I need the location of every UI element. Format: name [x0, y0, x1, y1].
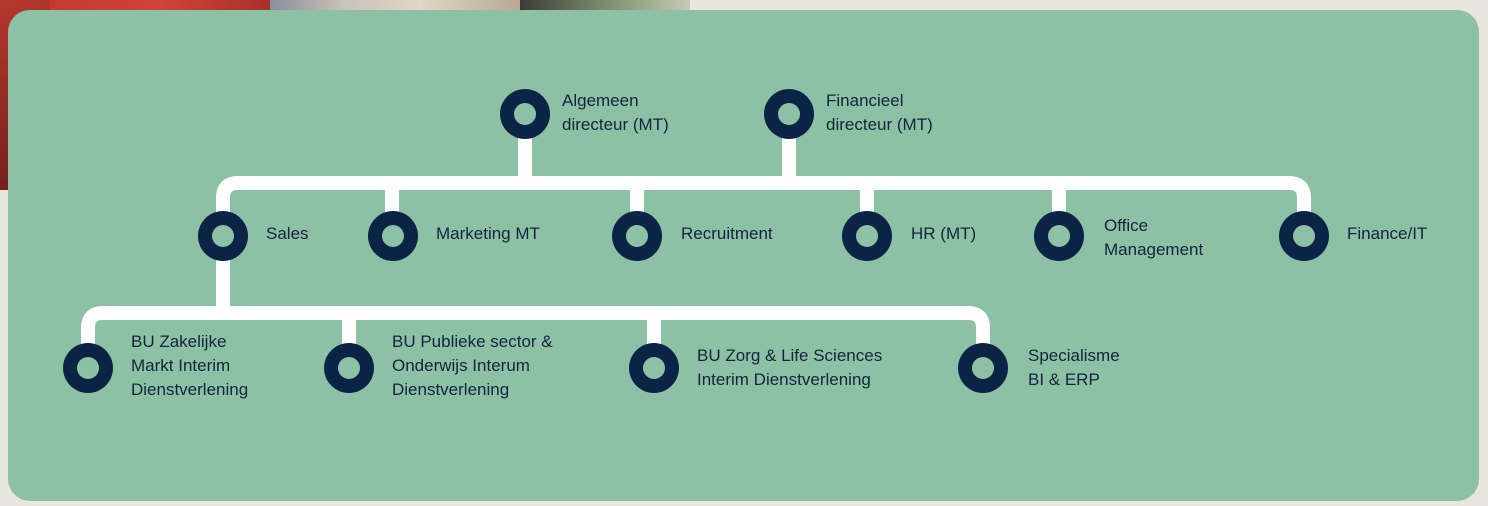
bu-zorg-node-icon [629, 343, 679, 393]
sales-label: Sales [266, 224, 309, 243]
sales-node-icon [198, 211, 248, 261]
bu-zakelijk-node-icon [63, 343, 113, 393]
office-label: Office Management [1104, 216, 1204, 259]
org-chart-panel [8, 10, 1479, 501]
bu-publiek-node-icon [324, 343, 374, 393]
bu-publiek-label: BU Publieke sector & Onderwijs Interum D… [392, 332, 553, 399]
specialisme-label: Specialisme BI & ERP [1028, 346, 1120, 389]
ceo-label: Algemeen directeur (MT) [562, 91, 669, 134]
finance-it-node-icon [1279, 211, 1329, 261]
recruitment-node-icon [612, 211, 662, 261]
marketing-node-icon [368, 211, 418, 261]
cfo-node-icon [764, 89, 814, 139]
finance-it-label: Finance/IT [1347, 224, 1428, 243]
office-node-icon [1034, 211, 1084, 261]
bu-zakelijk-label: BU Zakelijke Markt Interim Dienstverleni… [131, 332, 249, 399]
specialisme-node-icon [958, 343, 1008, 393]
hr-label: HR (MT) [911, 224, 977, 243]
hr-node-icon [842, 211, 892, 261]
bu-zorg-label: BU Zorg & Life Sciences Interim Dienstve… [697, 346, 883, 389]
ceo-node-icon [500, 89, 550, 139]
cfo-label: Financieel directeur (MT) [826, 91, 933, 134]
marketing-label: Marketing MT [436, 224, 540, 243]
recruitment-label: Recruitment [681, 224, 773, 243]
